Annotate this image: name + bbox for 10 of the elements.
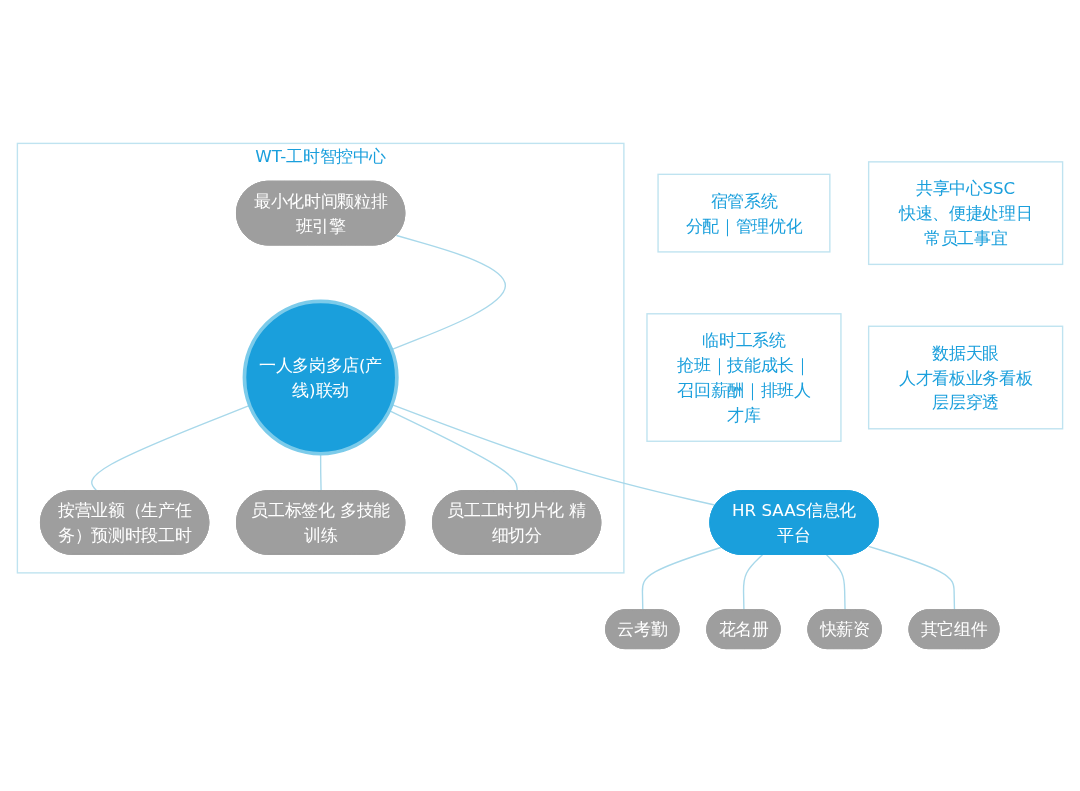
connector [641, 546, 723, 611]
node-box: 共享中心SSC 快速、便捷处理日常员工事宜 [867, 160, 1064, 265]
connector [391, 403, 717, 506]
node-circle: 一人多岗多店(产线)联动 [242, 299, 399, 456]
connector [825, 553, 846, 611]
node-box: 数据天眼 人才看板业务看板层层穿透 [867, 325, 1064, 429]
connector [867, 545, 956, 611]
node-box: 宿管系统 分配｜管理优化 [657, 173, 831, 253]
node-box: 临时工系统 抢班｜技能成长｜召回薪酬｜排班人才库 [646, 312, 842, 442]
connector [742, 553, 764, 611]
